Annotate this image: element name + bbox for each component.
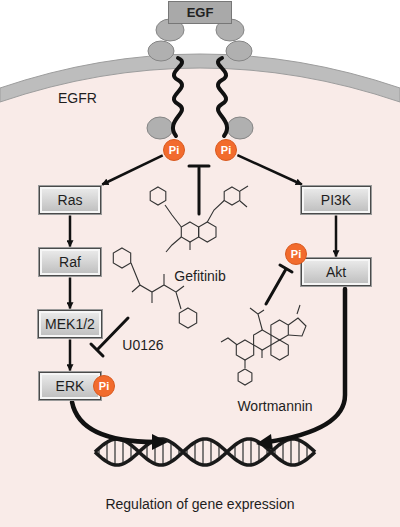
gefitinib-inhibition: [189, 166, 209, 214]
ligand-box: EGF: [168, 1, 232, 24]
base-pair: [282, 442, 284, 462]
dna-helix: [95, 439, 315, 465]
base-pair: [122, 440, 124, 464]
receptor-domain: [226, 41, 252, 61]
base-pair: [298, 440, 300, 464]
signal-arrow: [69, 216, 72, 247]
erk-output-arrow: [72, 402, 155, 442]
signal-arrow: [69, 340, 72, 371]
node-label: Raf: [59, 254, 81, 270]
signal-arrow: [102, 155, 163, 184]
node-label: Pi: [99, 380, 109, 392]
phosphate-circle: Pi: [93, 375, 115, 397]
ring: [254, 330, 271, 350]
transmembrane-helix: [218, 58, 227, 136]
ring: [224, 187, 240, 205]
base-pair: [210, 440, 212, 464]
wortmannin-bonds: [221, 305, 300, 368]
ring: [238, 369, 252, 385]
base-pair: [242, 440, 244, 464]
signal-arrow: [69, 278, 72, 309]
outcome-label: Regulation of gene expression: [105, 496, 294, 512]
protein-box: Ras: [39, 186, 101, 214]
arrow-head: [256, 434, 273, 450]
base-pair: [106, 442, 108, 462]
ring: [236, 340, 253, 360]
receptor-domain: [147, 117, 173, 139]
ring: [199, 222, 216, 242]
signal-arrow: [335, 216, 338, 257]
base-pair: [170, 442, 172, 462]
phosphate-circle: Pi: [285, 243, 307, 265]
dna-strand: [95, 439, 315, 465]
transmembrane-helix: [173, 58, 182, 136]
gefitinib-bonds: [165, 201, 224, 253]
node-label: MEK1/2: [45, 316, 95, 332]
protein-box: Akt: [301, 258, 371, 286]
node-label: EGF: [187, 5, 214, 20]
ring: [179, 308, 196, 328]
ring: [113, 248, 130, 268]
node-label: Ras: [58, 192, 83, 208]
receptor-label: EGFR: [58, 90, 97, 106]
transmembrane-helices: [173, 58, 227, 136]
node-label: ERK: [56, 378, 85, 394]
node-label: Akt: [326, 264, 346, 280]
protein-box: PI3K: [301, 186, 371, 214]
cytoplasm: [0, 68, 400, 527]
base-pair: [250, 439, 252, 465]
arrow-head: [152, 434, 168, 450]
ring: [271, 320, 288, 340]
u0126-bonds: [131, 186, 248, 309]
receptor-domain: [148, 41, 174, 61]
receptor-domain: [227, 117, 253, 139]
node-label: PI3K: [321, 192, 351, 208]
protein-box: ERK: [39, 372, 101, 400]
dna-strand: [95, 439, 315, 465]
ring: [150, 187, 166, 205]
drug-label: Wortmannin: [237, 398, 312, 414]
phosphate-circle: Pi: [215, 139, 237, 161]
ring: [271, 340, 288, 360]
node-label: Pi: [221, 144, 231, 156]
wortmannin-inhibition: [266, 265, 292, 304]
protein-box: MEK1/2: [38, 310, 102, 338]
base-pair: [202, 439, 204, 465]
akt-output-arrow: [268, 289, 345, 442]
drug-label: U0126: [122, 337, 163, 353]
node-label: Pi: [291, 248, 301, 260]
drug-label: Gefitinib: [174, 268, 225, 284]
base-pair: [114, 439, 116, 465]
chemical-structures: [113, 186, 306, 385]
arrow-heads: [152, 434, 273, 450]
ring: [181, 222, 198, 242]
signal-arrow: [237, 155, 302, 184]
base-pair: [194, 442, 196, 462]
output-arrows: [72, 289, 345, 442]
base-pair: [290, 439, 292, 465]
node-label: Pi: [169, 144, 179, 156]
phosphate-circle: Pi: [163, 139, 185, 161]
receptor-domains: [147, 19, 253, 139]
protein-box: Raf: [39, 248, 101, 276]
ring: [288, 318, 306, 336]
